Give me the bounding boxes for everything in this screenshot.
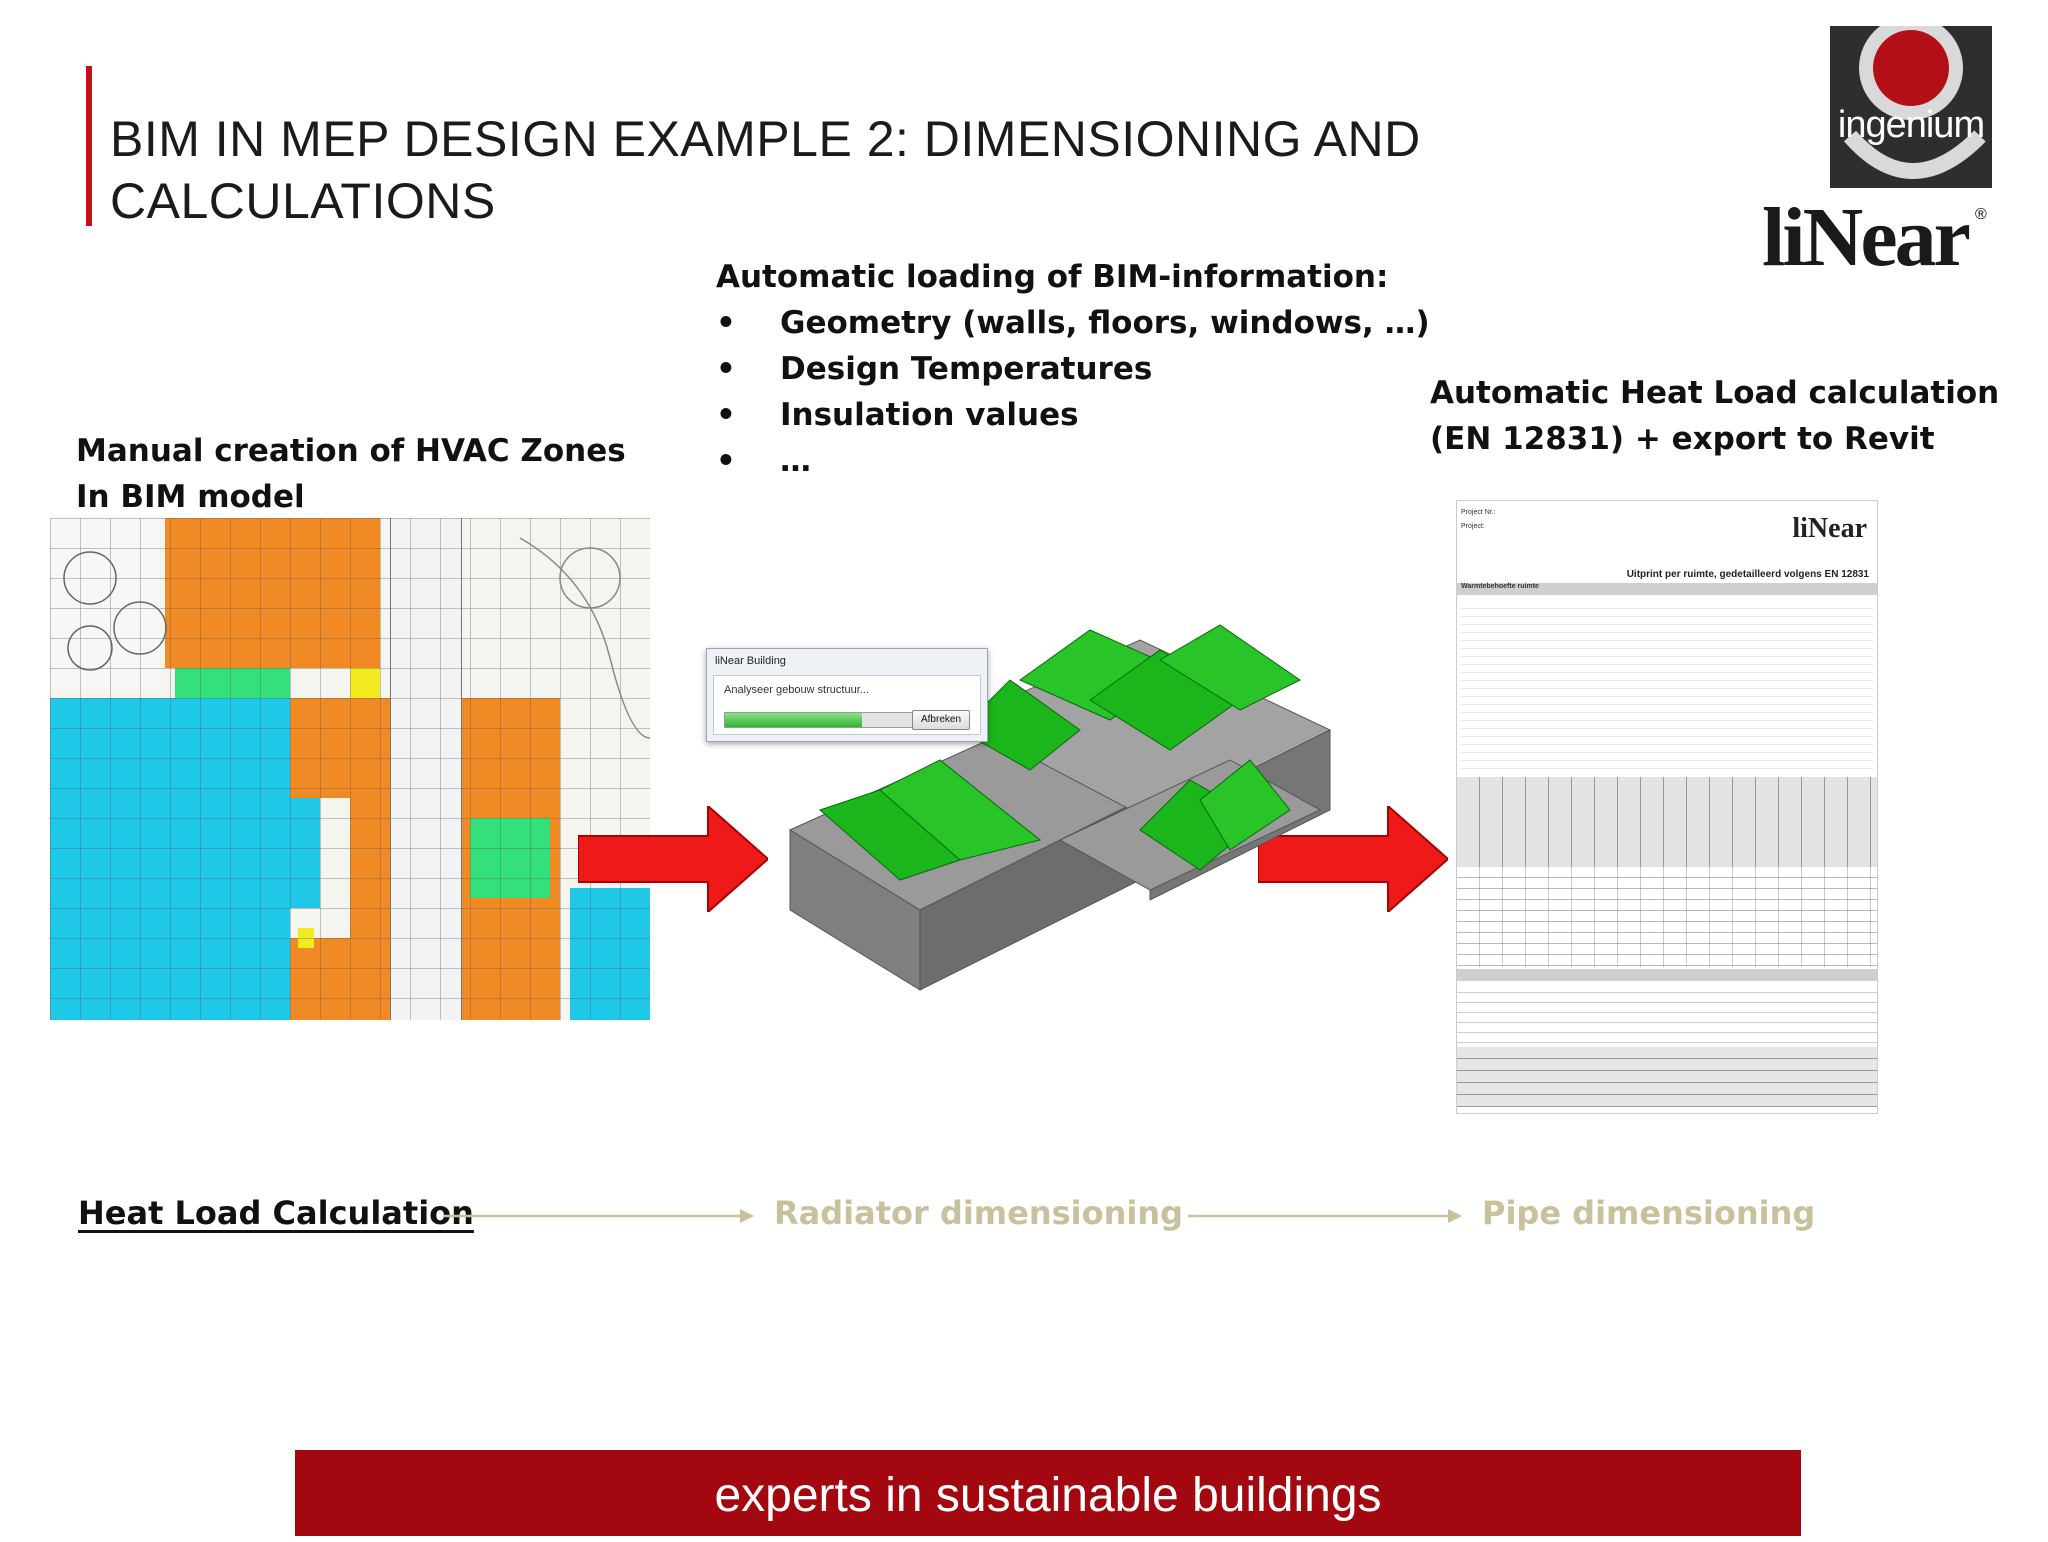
right-caption: Automatic Heat Load calculation (EN 1283… [1430,370,1999,462]
right-caption-line2: (EN 12831) + export to Revit [1430,421,1935,457]
middle-caption-heading: Automatic loading of BIM-information: [716,259,1389,295]
analysis-progress-dialog: liNear Building Analyseer gebouw structu… [706,648,988,742]
report-section-title: Warmtebehoefte ruimte [1461,583,1539,590]
hvac-zones-floor-plan [50,518,650,1020]
bim-info-item: Design Temperatures [716,346,1430,392]
report-totals-band [1457,969,1877,981]
arrow-to-model-icon [578,806,768,912]
dialog-message: Analyseer gebouw structuur... [724,684,869,696]
report-table-header [1457,777,1877,867]
slide-title-line1: BIM IN MEP DESIGN EXAMPLE 2: DIMENSIONIN… [110,111,1421,167]
cancel-button[interactable]: Afbreken [912,710,970,730]
heat-load-report: Project Nr.: Project: liNear Uitprint pe… [1456,500,1878,1114]
arrow-to-report-icon [1258,806,1448,912]
report-summary-block [1457,1047,1877,1107]
report-subtitle: Uitprint per ruimte, gedetailleerd volge… [1626,569,1869,580]
right-caption-line1: Automatic Heat Load calculation [1430,375,2000,411]
workflow-arrow-icon [1188,1209,1462,1223]
dialog-body: Analyseer gebouw structuur... Afbreken [713,675,981,735]
report-project-nr-label: Project Nr.: [1461,509,1496,516]
ingenium-logo-text: ingenium [1837,104,1985,146]
report-ventilation-block [1457,983,1877,1043]
bim-info-item: Insulation values [716,392,1430,438]
slide-title-line2: CALCULATIONS [110,173,496,229]
analysis-progress-fill [725,713,862,727]
middle-caption: Automatic loading of BIM-information: Ge… [716,254,1430,484]
analysis-progress-bar [724,712,916,728]
left-caption-line2: In BIM model [76,479,305,515]
workflow-step-pipe[interactable]: Pipe dimensioning [1482,1194,1816,1232]
left-caption: Manual creation of HVAC Zones In BIM mod… [76,428,626,520]
workflow-step-heat-load[interactable]: Heat Load Calculation [78,1194,474,1232]
bim-info-item: Geometry (walls, floors, windows, …) [716,300,1430,346]
report-project-label: Project: [1461,523,1485,530]
left-caption-line1: Manual creation of HVAC Zones [76,433,626,469]
bim-info-list: Geometry (walls, floors, windows, …) Des… [716,300,1430,484]
report-table-body [1457,867,1877,967]
title-accent-bar [86,66,92,226]
report-parameters-block [1461,601,1873,771]
report-section-header: Warmtebehoefte ruimte [1457,583,1877,595]
linear-logo: liNear [1762,191,1971,284]
slide-title: BIM IN MEP DESIGN EXAMPLE 2: DIMENSIONIN… [110,108,1510,232]
workflow-arrow-icon [444,1209,754,1223]
ingenium-logo: ingenium [1830,16,1992,188]
dialog-title: liNear Building [715,655,786,667]
report-logo: liNear [1792,513,1867,544]
registered-mark: ® [1975,206,1987,223]
building-3d-model [788,624,1332,991]
workflow-step-radiator[interactable]: Radiator dimensioning [774,1194,1184,1232]
footer-banner: experts in sustainable buildings [295,1450,1801,1536]
bim-info-item: … [716,438,1430,484]
